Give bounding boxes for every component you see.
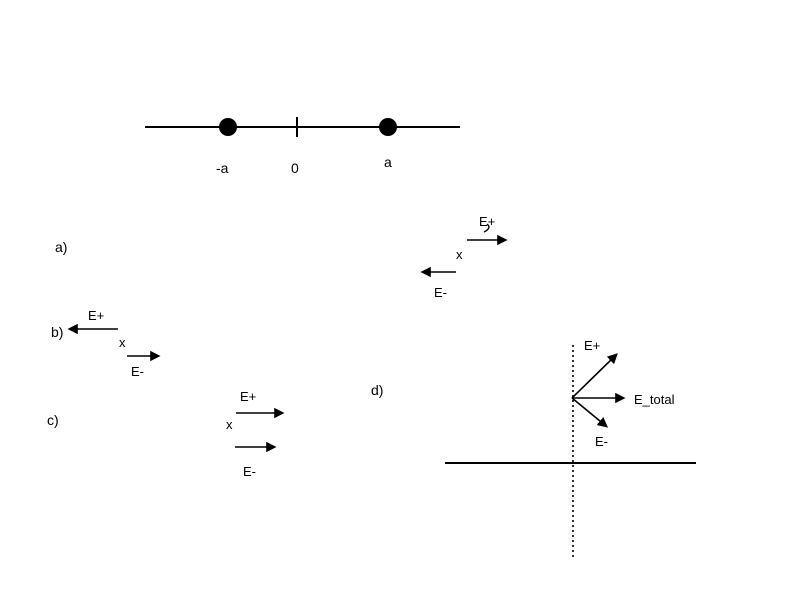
part-a-e-plus-label: E+ (479, 214, 496, 229)
part-a-e-minus-label: E- (434, 285, 447, 300)
part-b-e-minus-label: E- (131, 364, 144, 379)
part-d-label: d) (371, 382, 384, 398)
part-c-e-minus-label: E- (243, 464, 256, 479)
part-c-vectors (235, 407, 285, 453)
part-d-e-plus-arrow (571, 353, 618, 399)
part-a-point-label: x (456, 247, 463, 262)
charge-at-pos-a (379, 118, 397, 136)
part-c-point-label: x (226, 417, 233, 432)
part-b-point-label: x (119, 335, 126, 350)
part-b-e-plus-label: E+ (88, 308, 105, 323)
part-a-label: a) (55, 239, 68, 255)
number-line-group (145, 117, 460, 137)
squiggle-mark (483, 223, 490, 233)
part-c-e-plus-label: E+ (240, 389, 257, 404)
part-d-e-minus-arrow (571, 397, 609, 428)
part-d-e-minus-label: E- (595, 434, 608, 449)
charge-at-neg-a (219, 118, 237, 136)
part-a-vectors (420, 223, 508, 278)
label-pos-a: a (384, 154, 392, 170)
part-b-label: b) (51, 324, 64, 340)
label-zero: 0 (291, 160, 299, 176)
part-c-label: c) (47, 412, 59, 428)
part-d-e-total-label: E_total (634, 392, 675, 407)
label-neg-a: -a (216, 160, 229, 176)
part-d-figure (445, 345, 696, 557)
part-b-vectors (67, 323, 161, 362)
part-d-e-plus-label: E+ (584, 338, 601, 353)
